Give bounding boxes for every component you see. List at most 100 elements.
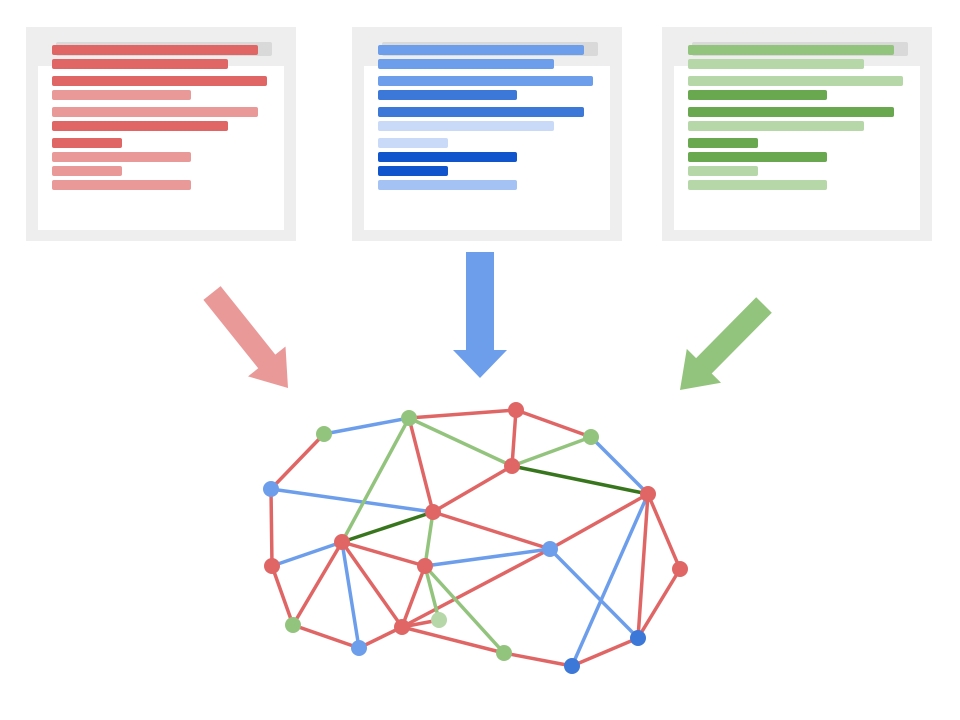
graph-node (285, 617, 301, 633)
document-text-line (688, 45, 894, 55)
document-text-line (378, 59, 554, 69)
graph-edge (510, 464, 650, 496)
graph-node (630, 630, 646, 646)
graph-edge (636, 567, 682, 640)
graph-edge (636, 492, 650, 640)
document-text-line (52, 180, 191, 190)
graph-edge (570, 492, 650, 668)
document-text-line (688, 59, 864, 69)
graph-node (542, 541, 558, 557)
graph-edge (340, 416, 411, 544)
graph-node (417, 558, 433, 574)
graph-edge (589, 435, 650, 496)
document-body (674, 45, 920, 230)
graph-node (264, 558, 280, 574)
green-document-panel (662, 27, 932, 241)
blue-document-panel (352, 27, 622, 241)
document-text-line (378, 45, 584, 55)
graph-edges (269, 408, 682, 668)
graph-node (425, 504, 441, 520)
red-arrow (203, 286, 288, 388)
document-text-line (52, 76, 267, 86)
graph-edge (423, 547, 552, 568)
document-text-line (52, 152, 191, 162)
document-text-line (378, 138, 448, 148)
graph-node (334, 534, 350, 550)
document-text-line (688, 166, 758, 176)
graph-edge (570, 636, 640, 668)
document-text-line (688, 76, 903, 86)
blue-arrow (453, 252, 507, 378)
graph-node (316, 426, 332, 442)
document-text-line (52, 90, 191, 100)
graph-edge (340, 540, 427, 568)
graph-edge (400, 625, 506, 655)
graph-edge (423, 510, 435, 568)
document-body (364, 45, 610, 230)
graph-edge (510, 408, 518, 468)
graph-node (564, 658, 580, 674)
document-body (38, 45, 284, 230)
document-text-line (688, 121, 864, 131)
document-text-line (378, 90, 517, 100)
graph-node (263, 481, 279, 497)
graph-node (431, 612, 447, 628)
graph-edge (322, 416, 411, 436)
graph-edge (269, 487, 274, 568)
graph-edge (431, 510, 552, 551)
document-text-line (52, 107, 258, 117)
graph-edge (510, 435, 593, 468)
document-text-line (378, 76, 593, 86)
document-text-line (52, 59, 228, 69)
graph-edge (423, 564, 506, 655)
graph-edge (548, 492, 650, 551)
graph-edge (269, 487, 435, 514)
graph-node (496, 645, 512, 661)
graph-node (508, 402, 524, 418)
graph-edge (407, 416, 435, 514)
document-text-line (378, 107, 584, 117)
document-text-line (378, 166, 448, 176)
graph-edge (340, 540, 404, 629)
graph-edge (340, 510, 435, 544)
document-text-line (688, 180, 827, 190)
document-text-line (688, 152, 827, 162)
graph-node (672, 561, 688, 577)
graph-node (640, 486, 656, 502)
graph-edge (400, 564, 427, 629)
graph-edge (548, 547, 640, 640)
graph-node (394, 619, 410, 635)
graph-edge (502, 651, 574, 668)
graph-node (583, 429, 599, 445)
arrows (203, 252, 772, 390)
graph-edge (340, 540, 361, 650)
document-text-line (52, 45, 258, 55)
document-text-line (52, 121, 228, 131)
graph-edge (269, 432, 326, 491)
graph-edge (291, 623, 361, 650)
graph-edge (270, 564, 295, 627)
graph-edge (291, 540, 344, 627)
document-text-line (52, 166, 122, 176)
graph-edge (407, 408, 518, 420)
graph-edge (400, 547, 552, 629)
graph-node (351, 640, 367, 656)
document-text-line (688, 90, 827, 100)
graph-node (504, 458, 520, 474)
document-text-line (378, 121, 554, 131)
graph-edge (514, 408, 593, 439)
graph-node (401, 410, 417, 426)
graph-edge (407, 416, 514, 468)
document-text-line (378, 180, 517, 190)
graph-nodes (263, 402, 688, 674)
document-text-line (52, 138, 122, 148)
graph-edge (646, 492, 682, 571)
graph-edge (431, 464, 514, 514)
document-text-line (378, 152, 517, 162)
document-text-line (688, 107, 894, 117)
graph-edge (270, 540, 344, 568)
green-arrow (680, 297, 772, 390)
document-text-line (688, 138, 758, 148)
graph-edge (423, 564, 441, 622)
